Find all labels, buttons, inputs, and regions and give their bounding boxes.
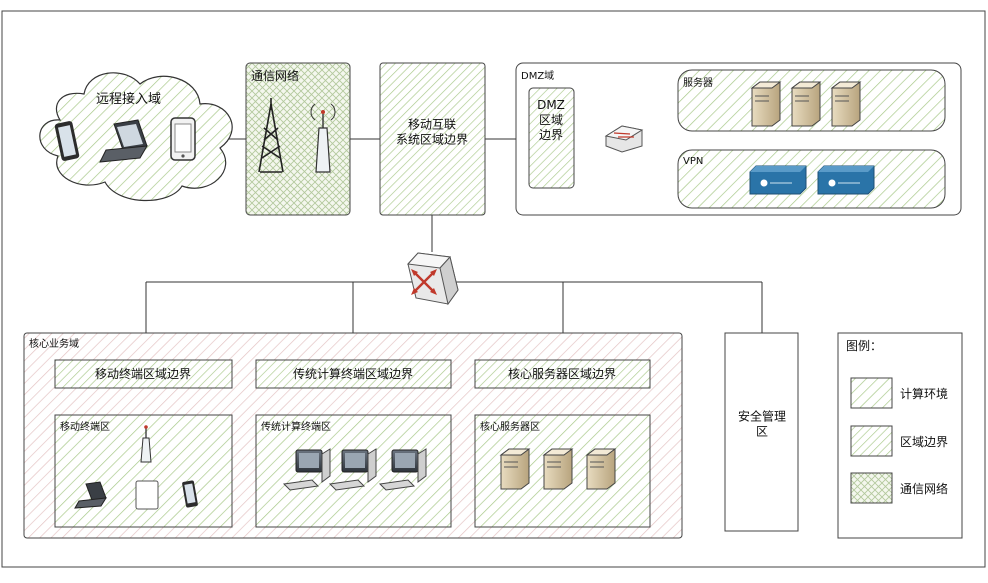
mobile-terminal-zone-label: 移动终端区 — [60, 420, 110, 433]
core-server-boundary-label: 核心服务器区域边界 — [508, 366, 616, 381]
vpn-device-icon — [817, 165, 875, 195]
core-server-zone-label: 核心服务器区 — [480, 420, 540, 433]
desktop-pc-icon — [328, 448, 377, 491]
legend-label-boundary: 区域边界 — [900, 435, 948, 449]
comm-network-label: 通信网络 — [251, 68, 299, 83]
desktop-pc-icons — [282, 448, 427, 491]
legend-swatch-compute — [850, 377, 893, 409]
desktop-pc-icon — [378, 448, 427, 491]
smartphone-icon — [182, 480, 198, 508]
cell-tower-icon — [258, 98, 284, 173]
switch-icon — [604, 125, 644, 153]
mobile-boundary-label: 移动互联系统区域边界 — [396, 118, 468, 147]
core-router-icon — [406, 252, 459, 306]
laptop-icon — [74, 481, 107, 509]
security-management-zone: 安全管理区 — [724, 332, 799, 532]
core-server-boundary — [474, 359, 651, 389]
core-business-label: 核心业务域 — [29, 337, 79, 350]
comm-network-zone: 通信网络 — [245, 62, 351, 216]
server-icon — [585, 448, 617, 490]
laptop-icon — [99, 119, 148, 163]
tablet-icon — [54, 121, 80, 161]
traditional-terminal-boundary-label: 传统计算终端区域边界 — [293, 366, 413, 381]
tablet-icon — [135, 480, 159, 510]
mobile-terminal-boundary — [54, 359, 233, 389]
server-icon — [499, 448, 531, 490]
legend-label-compute: 计算环境 — [900, 386, 948, 401]
core-server-icons — [499, 448, 617, 490]
dmz-domain-label: DMZ域 — [521, 69, 554, 82]
server-icon — [830, 81, 862, 127]
mobile-internet-boundary-zone: 移动互联系统区域边界 — [379, 62, 486, 216]
legend: 图例： 计算环境 区域边界 通信网络 — [837, 332, 963, 539]
legend-title: 图例： — [846, 339, 882, 353]
wireless-access-point-icon — [140, 425, 152, 463]
server-icon — [790, 81, 822, 127]
traditional-terminal-zone-label: 传统计算终端区 — [261, 420, 331, 433]
vpn-zone — [677, 149, 946, 209]
traditional-terminal-boundary — [255, 359, 452, 389]
remote-access-cloud: 远程接入域 — [39, 72, 233, 202]
security-mgmt-label: 安全管理区 — [738, 409, 786, 439]
vpn-device-icon — [749, 165, 807, 195]
wireless-access-point-icon — [310, 103, 336, 173]
server-icon — [750, 81, 782, 127]
legend-label-network: 通信网络 — [900, 481, 948, 496]
smartphone-icon — [170, 117, 196, 161]
dmz-boundary-zone — [528, 87, 575, 189]
desktop-pc-icon — [282, 448, 331, 491]
legend-swatch-boundary — [850, 425, 893, 457]
vpn-label: VPN — [683, 156, 703, 167]
dmz-server-label: 服务器 — [683, 76, 713, 89]
dmz-server-icons — [750, 81, 862, 127]
legend-swatch-network — [850, 472, 893, 504]
server-icon — [542, 448, 574, 490]
core-business-domain: 核心业务域 移动终端区域边界 传统计算终端区域边界 核心服务器区域边界 移动终端… — [23, 332, 683, 539]
remote-access-label: 远程接入域 — [96, 91, 161, 107]
mobile-terminal-boundary-label: 移动终端区域边界 — [95, 366, 191, 381]
